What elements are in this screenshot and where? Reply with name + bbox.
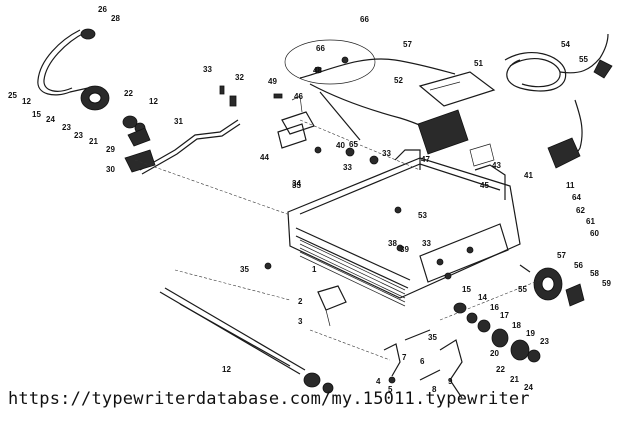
callout-label: 5 (388, 385, 393, 394)
callout-label: 65 (349, 140, 358, 149)
upper-bracket (277, 95, 315, 149)
callout-label: 33 (343, 163, 352, 172)
callout-label: 21 (89, 137, 98, 146)
callout-label: 45 (480, 181, 489, 190)
callout-label: 21 (510, 375, 519, 384)
callout-label: 41 (524, 171, 533, 180)
callout-label: 33 (422, 239, 431, 248)
callout-label: 40 (336, 141, 345, 150)
callout-label: 18 (512, 321, 521, 330)
callout-label: 23 (74, 131, 83, 140)
callout-label: 66 (360, 15, 369, 24)
callout-label: 61 (586, 217, 595, 226)
callout-label: 60 (590, 229, 599, 238)
platen-knob (519, 264, 585, 307)
callout-label: 35 (240, 265, 249, 274)
power-cord (504, 33, 613, 169)
callout-label: 38 (388, 239, 397, 248)
callout-label: 26 (98, 5, 107, 14)
callout-label: 24 (524, 383, 533, 392)
callout-label: 57 (403, 40, 412, 49)
source-url-watermark: https://typewriterdatabase.com/my.15011.… (8, 389, 530, 409)
switch-assembly (417, 71, 496, 167)
callout-label: 57 (557, 251, 566, 260)
callout-label: 54 (561, 40, 570, 49)
callout-label: 55 (518, 285, 527, 294)
callout-label: 32 (235, 73, 244, 82)
callout-label: 2 (298, 297, 303, 306)
callout-label: 3 (298, 317, 303, 326)
callout-label: 12 (149, 97, 158, 106)
callout-label: 44 (260, 153, 269, 162)
main-frame (287, 149, 521, 307)
callout-label: 55 (579, 55, 588, 64)
callout-label: 64 (572, 193, 581, 202)
linkage-shaft (124, 119, 241, 175)
lower-levers (383, 329, 463, 399)
callout-label: 15 (32, 110, 41, 119)
callout-label: 58 (590, 269, 599, 278)
platen-rack (299, 239, 406, 307)
callout-label: 66 (316, 44, 325, 53)
callout-label: 23 (62, 123, 71, 132)
callout-label: 23 (540, 337, 549, 346)
callout-label: 46 (294, 92, 303, 101)
callout-label: 11 (566, 181, 575, 190)
callout-label: 33 (382, 149, 391, 158)
callout-label: 35 (292, 181, 301, 190)
drive-belt (37, 28, 96, 96)
pulley-wheel (80, 85, 146, 134)
platen-shaft (159, 287, 334, 394)
callout-label: 12 (22, 97, 31, 106)
callout-label: 31 (174, 117, 183, 126)
callout-label: 20 (490, 349, 499, 358)
callout-label: 15 (462, 285, 471, 294)
callout-label: 22 (496, 365, 505, 374)
callout-label: 7 (402, 353, 407, 362)
callout-label: 51 (474, 59, 483, 68)
callout-label: 16 (490, 303, 499, 312)
callout-label: 24 (46, 115, 55, 124)
callout-label: 52 (394, 76, 403, 85)
callout-label: 8 (432, 385, 437, 394)
callout-label: 53 (418, 211, 427, 220)
callout-label: 62 (576, 206, 585, 215)
callout-label: 49 (268, 77, 277, 86)
callout-labels: 26 28 25 12 15 24 23 23 21 22 12 29 30 3… (8, 5, 611, 394)
callout-label: 29 (106, 145, 115, 154)
callout-label: 43 (492, 161, 501, 170)
callout-label: 47 (421, 155, 430, 164)
callout-label: 12 (222, 365, 231, 374)
callout-label: 30 (106, 165, 115, 174)
callout-label: 28 (111, 14, 120, 23)
callout-label: 39 (400, 245, 409, 254)
callout-label: 6 (420, 357, 425, 366)
callout-label: 4 (376, 377, 381, 386)
callout-label: 56 (574, 261, 583, 270)
small-hardware (219, 85, 404, 270)
callout-label: 25 (8, 91, 17, 100)
callout-label: 17 (500, 311, 509, 320)
wiring-harness (284, 39, 456, 141)
callout-label: 19 (526, 329, 535, 338)
callout-label: 59 (602, 279, 611, 288)
callout-label: 34 (292, 179, 301, 188)
callout-label: 48 (313, 66, 322, 75)
callout-label: 22 (124, 89, 133, 98)
callout-label: 14 (478, 293, 487, 302)
callout-label: 9 (448, 377, 453, 386)
gear-train (453, 302, 541, 363)
leader-lines (134, 119, 541, 361)
callout-label: 33 (203, 65, 212, 74)
side-bracket (317, 285, 347, 327)
callout-label: 35 (428, 333, 437, 342)
callout-label: 1 (312, 265, 317, 274)
